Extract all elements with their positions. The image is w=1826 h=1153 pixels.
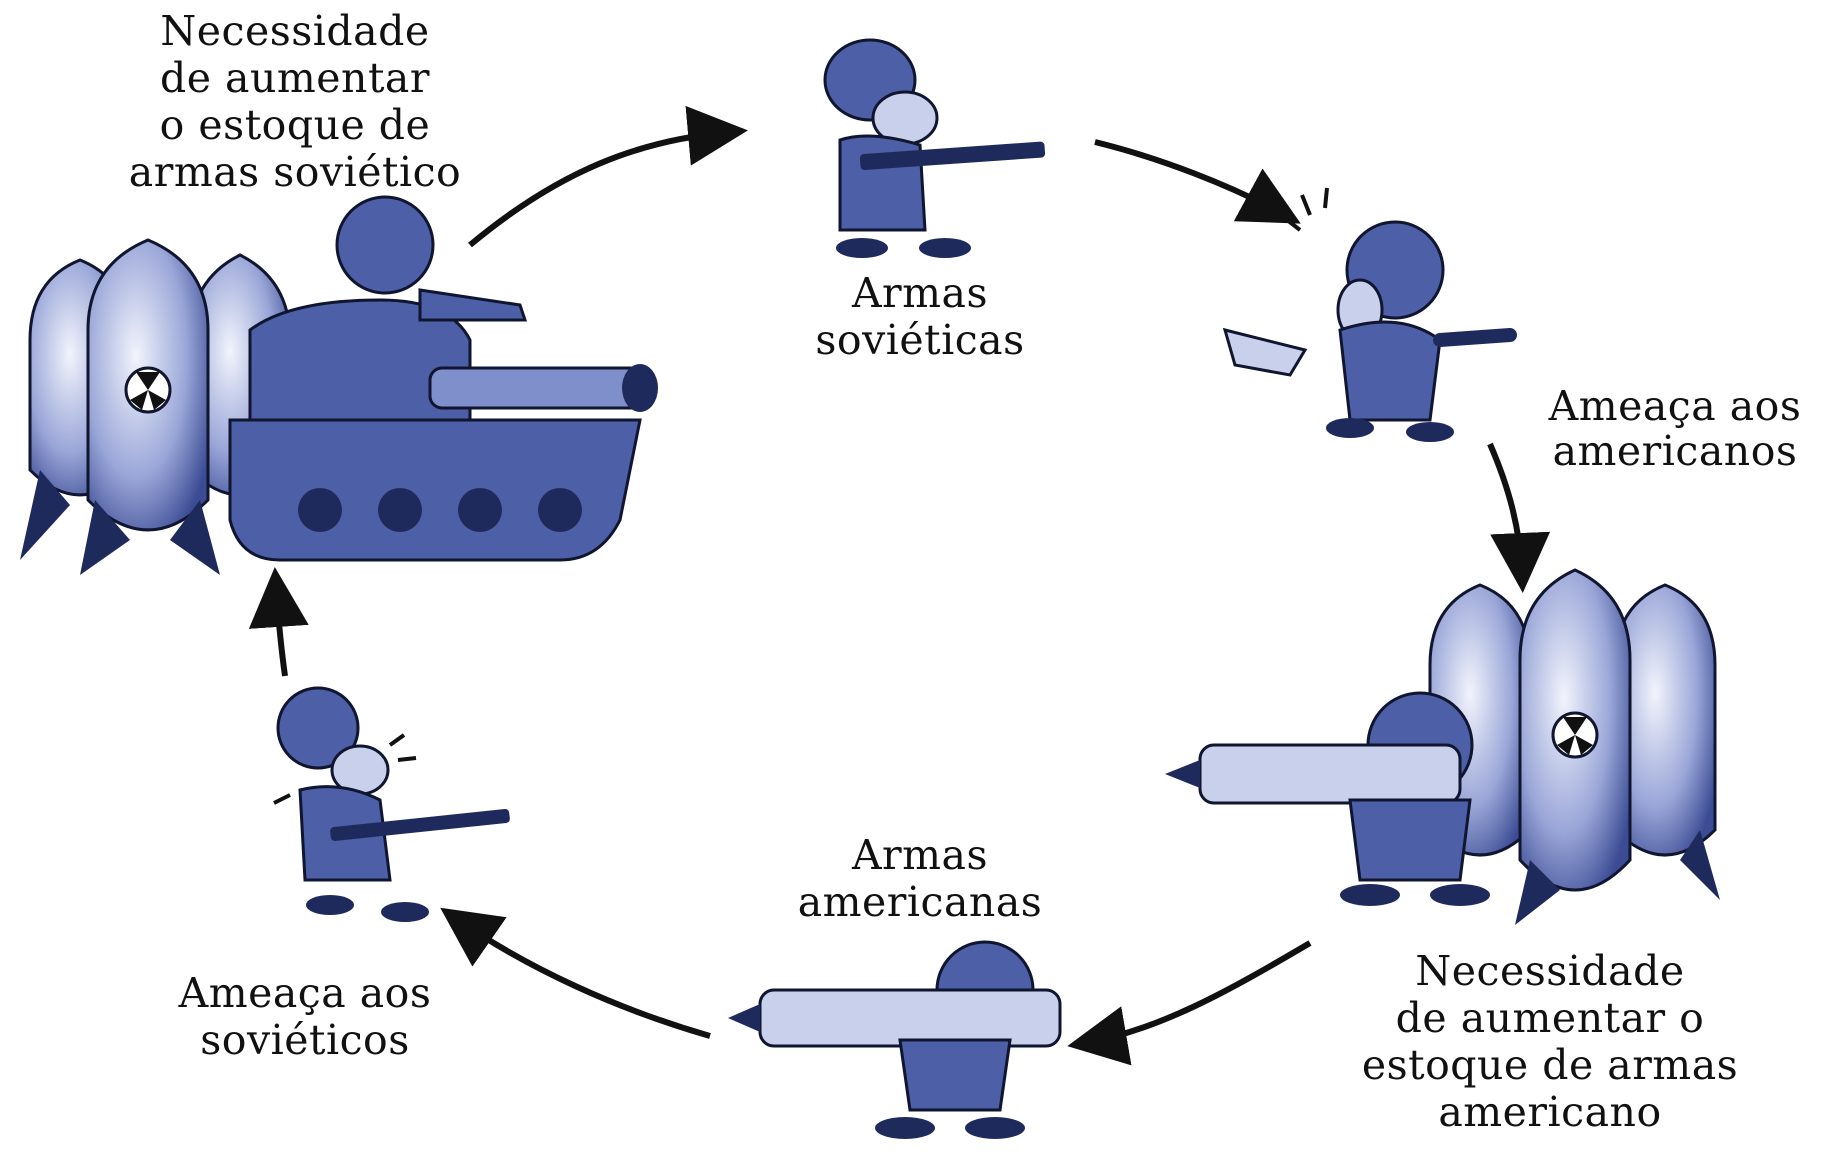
label-nec-sov: Necessidade de aumentar o estoque de arm… <box>95 8 495 196</box>
label-line: Ameaça aos <box>1548 382 1802 430</box>
label-line: o estoque de <box>159 101 431 149</box>
arrow-ameaca-sov-to-nec-sov <box>248 567 309 677</box>
label-line: Armas <box>851 269 989 317</box>
american-scared-knife-illustration <box>1222 187 1517 442</box>
missile-icon <box>1613 583 1720 900</box>
missile-icon <box>80 238 220 575</box>
label-line: de aumentar o <box>1395 994 1705 1042</box>
soviet-tank-missiles-illustration <box>20 195 658 575</box>
american-bazooka-illustration <box>728 940 1062 1139</box>
label-armas-sov: Armas soviéticas <box>770 270 1070 364</box>
label-line: Armas <box>851 831 989 879</box>
label-line: estoque de armas <box>1361 1041 1739 1089</box>
american-bazooka-missiles-illustration <box>1165 568 1720 925</box>
label-armas-am: Armas americanas <box>760 832 1080 926</box>
arrow-nec-sov-to-armas-sov <box>468 105 748 248</box>
arrow-armas-sov-to-ameaca-am <box>1094 139 1301 224</box>
arrow-armas-am-to-ameaca-sov <box>440 907 711 1039</box>
label-line: Necessidade <box>1415 947 1685 995</box>
label-line: soviéticos <box>200 1016 410 1064</box>
soviet-scared-rifle-illustration <box>273 686 510 922</box>
label-line: americanas <box>797 878 1043 926</box>
label-line: americanos <box>1552 427 1798 475</box>
label-line: de aumentar <box>160 54 430 102</box>
arrow-nec-am-to-armas-am <box>1067 940 1312 1066</box>
label-ameaca-am: Ameaça aos americanos <box>1520 384 1826 474</box>
label-ameaca-sov: Ameaça aos soviéticos <box>145 970 465 1064</box>
label-line: soviéticas <box>815 316 1025 364</box>
missile-icon <box>1515 568 1632 925</box>
label-line: Ameaça aos <box>178 969 432 1017</box>
label-line: Necessidade <box>160 7 430 55</box>
soviet-soldier-rifle-illustration <box>823 38 1046 258</box>
label-line: armas soviético <box>128 148 462 196</box>
arrow-ameaca-am-to-nec-am <box>1487 442 1551 593</box>
label-nec-am: Necessidade de aumentar o estoque de arm… <box>1330 948 1770 1136</box>
label-line: americano <box>1438 1088 1662 1136</box>
